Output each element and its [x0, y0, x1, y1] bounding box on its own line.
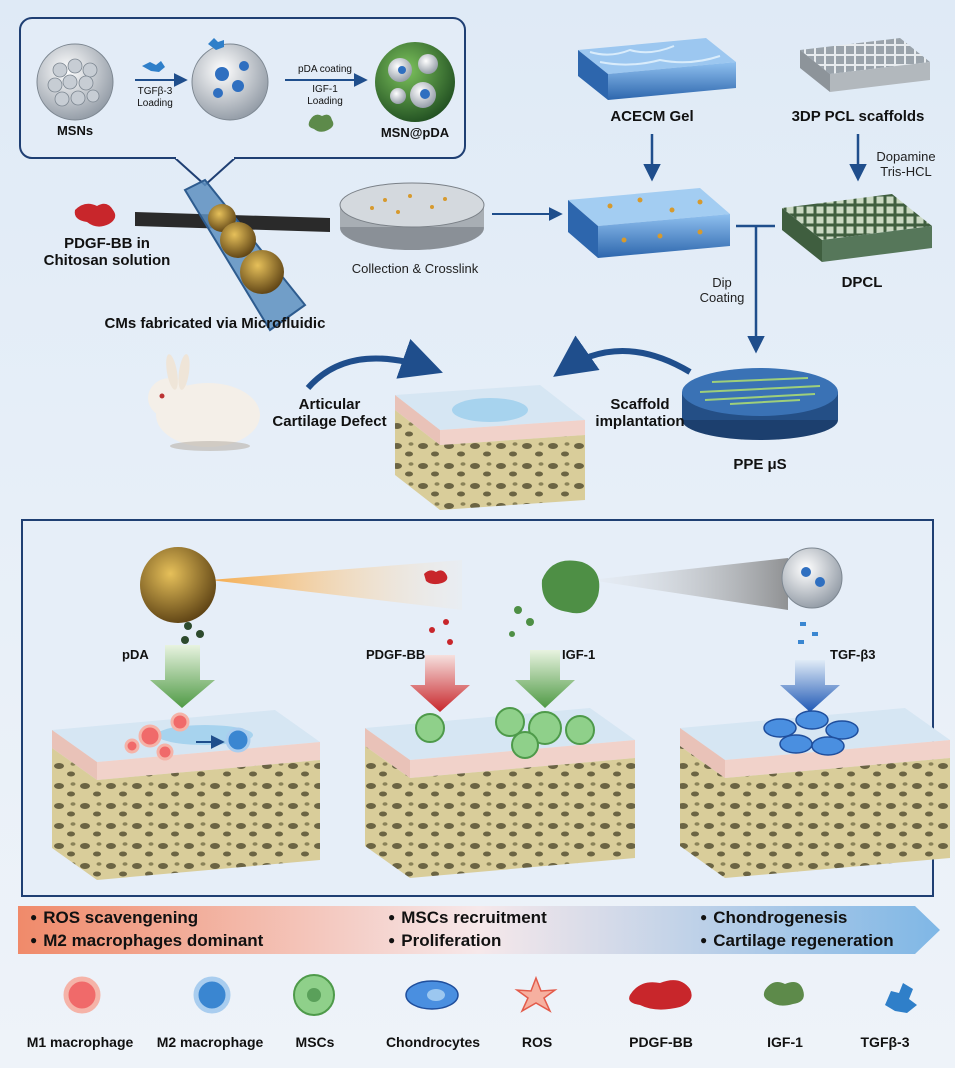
cm-microsphere-icon — [140, 547, 216, 623]
rabbit-illustration — [148, 354, 260, 451]
label-dip-coating: Dip Coating — [699, 275, 745, 305]
release-cone-grey — [590, 558, 788, 610]
label-cartilage-defect: Articular Cartilage Defect — [272, 396, 387, 431]
label-dpcl: DPCL — [841, 274, 883, 291]
label-acecm-gel: ACECM Gel — [610, 108, 694, 125]
tissue-block-chondro — [680, 708, 950, 878]
label-msns: MSNs — [56, 123, 94, 138]
legend-ros-label: ROS — [521, 1034, 553, 1050]
effect-ros: ROS scavengening — [30, 908, 198, 928]
arrow-igf-down — [515, 650, 575, 708]
label-tgf-release: TGF-β3 — [830, 647, 876, 662]
arrow-tgf-down — [780, 660, 840, 712]
m2-cell — [225, 727, 251, 753]
label-scaffold-implantation: Scaffold implantation — [595, 396, 685, 431]
legend-m2-label: M2 macrophage — [156, 1034, 264, 1050]
label-ppe: PPE μS — [733, 456, 787, 473]
msn-tgf-loaded-icon — [191, 38, 269, 121]
arrow-implantation — [553, 335, 692, 377]
legend-tgf-label: TGFβ-3 — [860, 1034, 910, 1050]
acecm-gel-block — [578, 38, 736, 100]
microfluidic-channel — [135, 178, 330, 332]
arrow-pda-down — [150, 645, 215, 708]
legend-m1-icon — [63, 976, 101, 1014]
igf-sphere-icon — [541, 560, 600, 614]
pdgf-molecule-icon — [74, 203, 116, 227]
effect-mscs-recruit: MSCs recruitment — [388, 908, 546, 928]
m1-cells — [124, 712, 190, 761]
legend-igf-label: IGF-1 — [767, 1034, 803, 1050]
igf-molecule-icon — [308, 114, 334, 132]
legend-chondrocytes-label: Chondrocytes — [385, 1034, 481, 1050]
tgf-molecule-icon — [142, 61, 165, 72]
label-cms-microfluidic: CMs fabricated via Microfluidic — [104, 315, 326, 332]
msn-particle-icon — [36, 43, 114, 121]
tissue-block-mscs — [365, 708, 635, 878]
label-pcl-scaffolds: 3DP PCL scaffolds — [791, 108, 925, 125]
effect-m2: M2 macrophages dominant — [30, 931, 263, 951]
label-pdgf-release: PDGF-BB — [366, 647, 426, 662]
chondrocyte-cells — [763, 710, 859, 756]
effect-regeneration: Cartilage regeneration — [700, 931, 893, 951]
pcl-scaffold-icon — [800, 38, 930, 92]
tgf-msn-sphere-icon — [781, 547, 843, 609]
msn-pda-icon — [375, 42, 455, 122]
petri-dish-icon — [339, 182, 485, 250]
legend-m1-label: M1 macrophage — [26, 1034, 134, 1050]
msc-cells — [415, 707, 595, 759]
arrow-pdgf-down — [410, 655, 470, 712]
effect-chondrogenesis: Chondrogenesis — [700, 908, 847, 928]
legend-m2-icon — [193, 976, 231, 1014]
gel-with-microspheres — [568, 188, 730, 258]
release-cone-orange — [210, 560, 462, 610]
legend-ros-icon — [514, 975, 558, 1013]
cartilage-defect-block — [395, 385, 585, 510]
legend-pdgf-label: PDGF-BB — [629, 1034, 693, 1050]
label-collection: Collection & Crosslink — [351, 261, 479, 276]
label-pda-coating: pDA coating — [298, 64, 352, 75]
label-dopamine: Dopamine Tris-HCL — [876, 149, 936, 179]
legend-msc-icon — [293, 974, 335, 1016]
label-igf-release: IGF-1 — [562, 647, 596, 662]
label-pda-release: pDA — [122, 647, 149, 662]
tissue-block-ros — [52, 710, 320, 880]
pdgf-release-icon — [424, 570, 448, 585]
label-tgf-loading: TGFβ-3 Loading — [137, 86, 173, 109]
legend-tgf-icon — [885, 983, 917, 1013]
legend-pdgf-icon — [629, 980, 692, 1010]
label-pdgf-chitosan: PDGF-BB in Chitosan solution — [43, 235, 171, 270]
pda-particles — [181, 622, 204, 644]
legend-igf-icon — [763, 982, 804, 1006]
label-msn-pda: MSN@pDA — [380, 125, 450, 140]
legend-chondrocyte-icon — [405, 980, 459, 1010]
legend-mscs-label: MSCs — [295, 1034, 335, 1050]
ppe-scaffold-disc — [682, 368, 838, 440]
effect-proliferation: Proliferation — [388, 931, 501, 951]
label-igf-loading: IGF-1 Loading — [307, 84, 343, 107]
dpcl-scaffold-icon — [782, 194, 932, 262]
arrow-defect — [305, 339, 443, 390]
